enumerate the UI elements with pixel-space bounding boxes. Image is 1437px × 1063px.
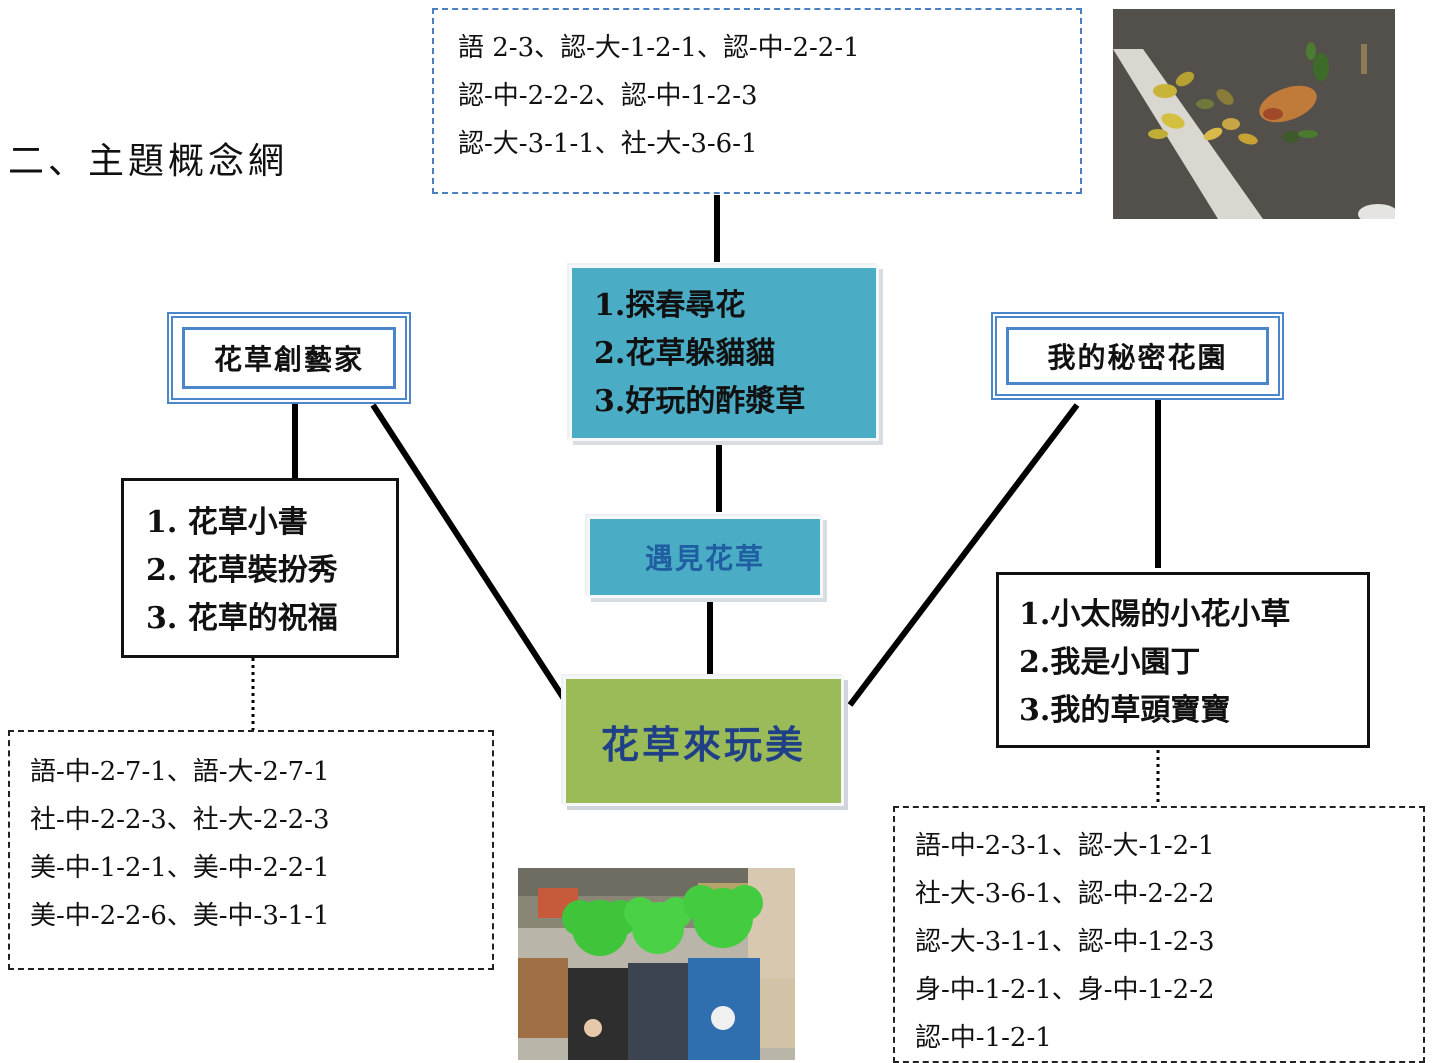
left-activities-box: 1. 花草小書 2. 花草裝扮秀 3. 花草的祝福 [121,478,399,658]
right-theme-box: 我的秘密花園 [991,312,1284,400]
indicator-line: 社-大-3-6-1、認-中-2-2-2 [915,879,1215,909]
indicator-line: 認-中-2-2-2、認-中-1-2-3 [458,81,758,111]
activity-item: 1.小太陽的小花小草 [1019,597,1291,632]
indicator-line: 語 2-3、認-大-1-2-1、認-中-2-2-1 [458,33,860,63]
right-indicator-box: 語-中-2-3-1、認-大-1-2-1 社-大-3-6-1、認-中-2-2-2 … [893,806,1425,1063]
right-theme-label: 我的秘密花園 [1047,341,1228,374]
activity-item: 2.我是小園丁 [1019,645,1201,680]
indicator-line: 美-中-1-2-1、美-中-2-2-1 [30,853,330,883]
connector-right-theme-center [847,403,1080,707]
center-theme-label: 花草來玩美 [600,721,806,767]
indicator-line: 社-中-2-2-3、社-大-2-2-3 [30,805,330,835]
indicator-line: 語-中-2-3-1、認-大-1-2-1 [915,831,1215,861]
activity-item: 1. 花草小書 [146,505,308,540]
top-activities-box: 1.探春尋花 2.花草躲貓貓 3.好玩的酢漿草 [569,265,879,441]
left-theme-label: 花草創藝家 [213,343,364,376]
children-photo [518,868,795,1060]
indicator-line: 認-大-3-1-1、社-大-3-6-1 [458,129,758,159]
meet-flowers-box: 遇見花草 [587,516,823,598]
indicator-line: 認-中-1-2-1 [915,1023,1052,1053]
activity-item: 1.探春尋花 [594,288,746,323]
center-theme-box: 花草來玩美 [563,676,844,806]
right-activities-box: 1.小太陽的小花小草 2.我是小園丁 3.我的草頭寶寶 [996,572,1370,748]
leaves-photo [1113,9,1395,219]
connector-left-theme-center [370,403,569,704]
left-theme-box: 花草創藝家 [167,312,411,404]
indicator-line: 身-中-1-2-1、身-中-1-2-2 [915,975,1215,1005]
indicator-line: 認-大-3-1-1、認-中-1-2-3 [915,927,1215,957]
top-indicator-box: 語 2-3、認-大-1-2-1、認-中-2-2-1 認-中-2-2-2、認-中-… [432,8,1082,194]
activity-item: 2. 花草裝扮秀 [146,553,338,588]
activity-item: 2.花草躲貓貓 [594,336,776,371]
meet-flowers-label: 遇見花草 [644,542,765,575]
indicator-line: 語-中-2-7-1、語-大-2-7-1 [30,757,330,787]
activity-item: 3. 花草的祝福 [146,601,338,636]
indicator-line: 美-中-2-2-6、美-中-3-1-1 [30,901,330,931]
activity-item: 3.好玩的酢漿草 [594,384,806,419]
activity-item: 3.我的草頭寶寶 [1019,693,1231,728]
page-heading: 二、主題概念網 [8,141,289,182]
left-indicator-box: 語-中-2-7-1、語-大-2-7-1 社-中-2-2-3、社-大-2-2-3 … [8,730,494,970]
